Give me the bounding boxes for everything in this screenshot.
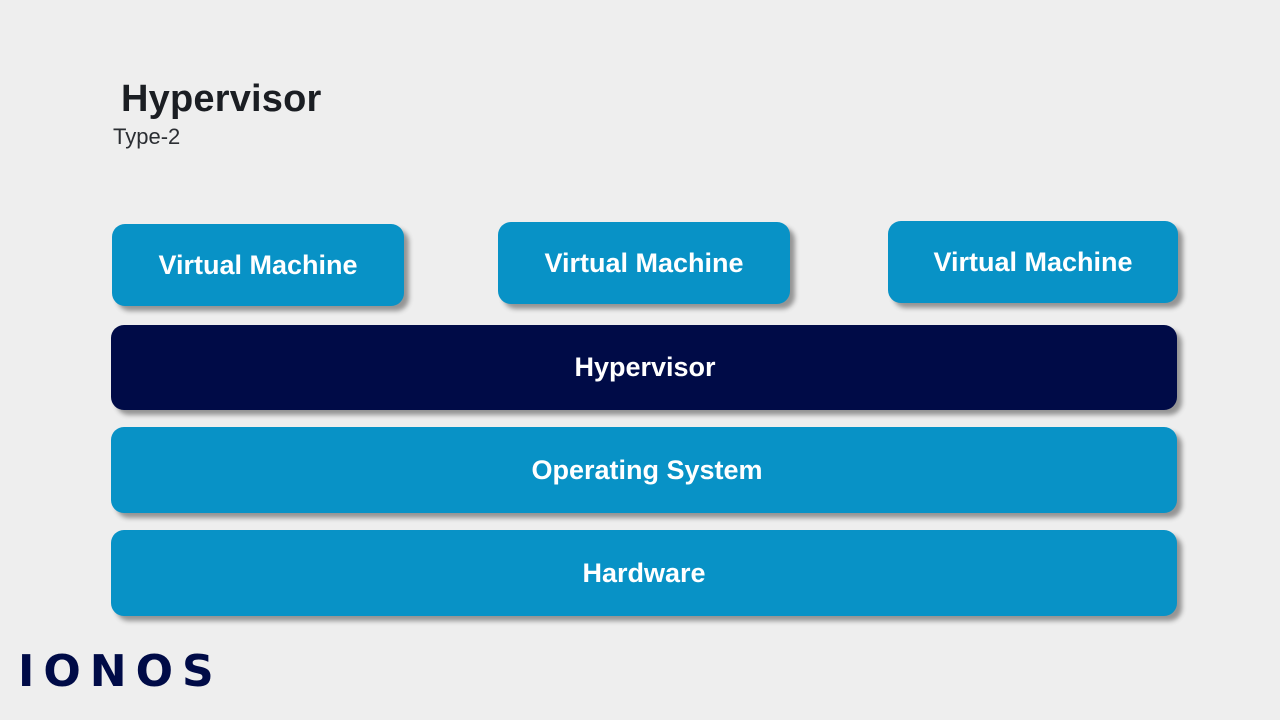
ionos-logo: IONOS [18, 646, 223, 698]
heading-block: Hypervisor Type-2 [113, 78, 713, 149]
virtual-machine-label: Virtual Machine [933, 246, 1133, 277]
virtual-machine-label: Virtual Machine [544, 247, 744, 278]
operating-system-layer-label: Operating System [531, 454, 763, 485]
virtual-machine-box-3: Virtual Machine [888, 221, 1178, 303]
ionos-logo-text: IONOS [18, 646, 223, 697]
page-subtitle: Type-2 [113, 123, 181, 149]
hypervisor-layer-bar: Hypervisor [111, 325, 1177, 410]
virtual-machine-box-2: Virtual Machine [498, 222, 790, 304]
virtual-machine-label: Virtual Machine [158, 249, 358, 280]
hypervisor-layer-label: Hypervisor [574, 352, 716, 382]
hardware-layer-bar: Hardware [111, 530, 1177, 616]
page-title: Hypervisor [121, 78, 322, 120]
operating-system-layer-bar: Operating System [111, 427, 1177, 513]
hardware-layer-label: Hardware [582, 557, 706, 588]
virtual-machine-box-1: Virtual Machine [112, 224, 404, 306]
